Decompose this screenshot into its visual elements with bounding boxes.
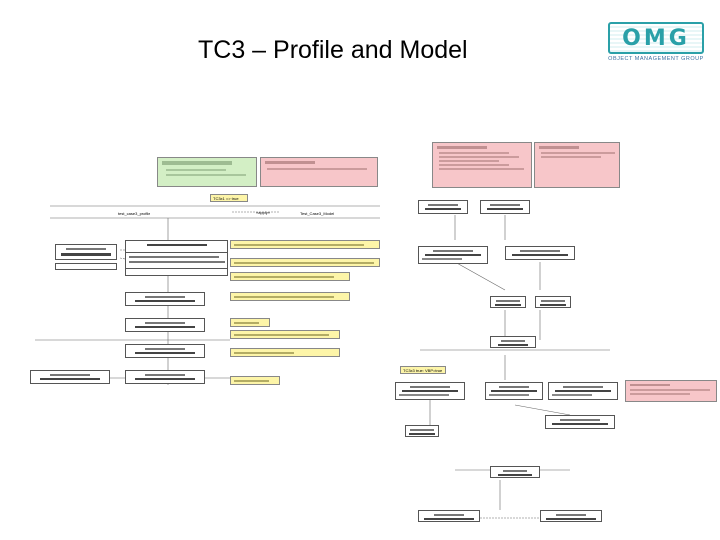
constraint-note (230, 272, 350, 281)
constraint-label: TC3x1 => true (210, 194, 248, 202)
class-box (540, 510, 602, 522)
class-box (30, 370, 110, 384)
class-box (405, 425, 439, 437)
constraint-note (230, 318, 270, 327)
class-box (418, 246, 488, 264)
class-box (490, 336, 536, 348)
omg-logo-mark: OMG (608, 22, 704, 54)
class-box (548, 382, 618, 400)
class-box (490, 466, 540, 478)
pink-note (432, 142, 532, 188)
class-box (480, 200, 530, 214)
class-box (395, 382, 465, 400)
class-box (485, 382, 543, 400)
pink-note (625, 380, 717, 402)
package-model: Test_Case3_Model (300, 211, 335, 216)
class-box (125, 240, 228, 276)
class-box (125, 318, 205, 332)
class-box (418, 200, 468, 214)
class-box (125, 292, 205, 306)
green-note (157, 157, 257, 187)
constraint-note (230, 330, 340, 339)
class-box (505, 246, 575, 260)
class-box (125, 344, 205, 358)
class-box (125, 370, 205, 384)
omg-logo: OMG OBJECT MANAGEMENT GROUP (608, 22, 704, 72)
class-box (535, 296, 571, 308)
constraint-note (230, 292, 350, 301)
class-box (418, 510, 480, 522)
constraint-note (230, 376, 280, 385)
omg-logo-tagline: OBJECT MANAGEMENT GROUP (608, 56, 704, 62)
apply-dependency-label: «apply» (256, 210, 271, 215)
constraint-note (230, 240, 380, 249)
package-profile: test_case3_profile (118, 211, 151, 216)
slide-title: TC3 – Profile and Model (198, 36, 468, 64)
constraint-note (230, 348, 340, 357)
class-box (545, 415, 615, 429)
constraint-note (230, 258, 380, 267)
pink-note (260, 157, 378, 187)
stereotype-class (55, 244, 117, 260)
class-box (490, 296, 526, 308)
constraint-label: TC3x3 true: VBP=true (400, 366, 446, 374)
stereotype-class (55, 263, 117, 270)
pink-note (534, 142, 620, 188)
